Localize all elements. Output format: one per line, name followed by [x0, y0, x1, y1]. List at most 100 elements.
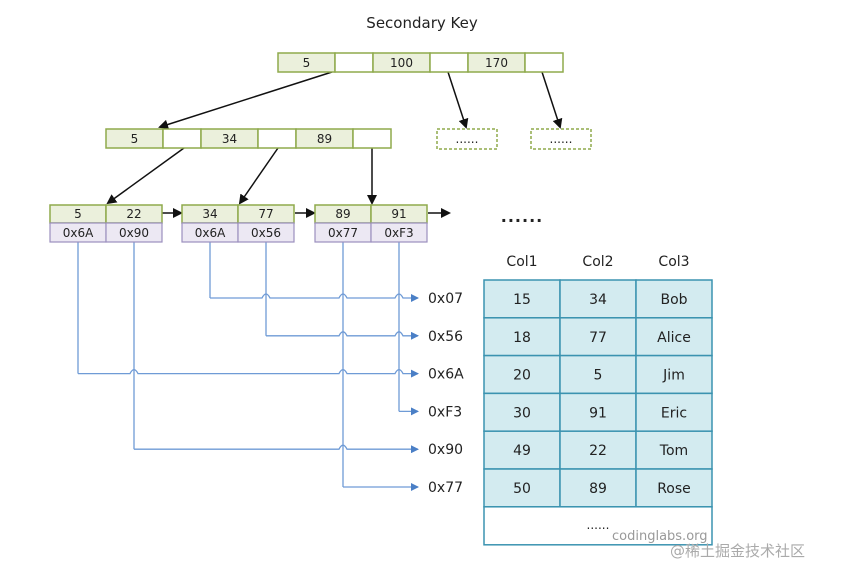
root-node: 5 100 170 [277, 52, 564, 73]
table-footer-row [483, 506, 713, 546]
tree-arrow [158, 71, 333, 130]
internal-node: 5 34 89 [105, 128, 392, 149]
address-label: 0xF3 [428, 404, 462, 420]
internal-key: 89 [317, 132, 332, 146]
table-cell-value: Jim [662, 368, 685, 384]
table-row: 49 22 Tom [483, 430, 713, 470]
table-cell-value: 34 [589, 292, 607, 308]
leaf-ellipsis: ...... [501, 207, 543, 226]
table-cell-value: 18 [513, 330, 531, 346]
address-label: 0x77 [428, 480, 463, 496]
table-cell-value: 30 [513, 405, 531, 421]
table-cell [635, 354, 713, 395]
table-cell-value: 50 [513, 481, 531, 497]
watermark-codinglabs: codinglabs.org [612, 529, 708, 544]
leaf-pointer: 0x6A [63, 226, 94, 240]
table-cell [635, 468, 713, 508]
tree-arrow [106, 147, 185, 205]
table-cell [483, 354, 561, 395]
leaf-node: 34 0x6A 77 0x56 [181, 204, 295, 243]
pointer-link [266, 331, 419, 340]
leaf-pointer-cell [370, 222, 428, 243]
pointer-link [78, 368, 419, 378]
table-cell-value: 22 [589, 443, 607, 459]
table-row: 20 5 Jim [483, 354, 713, 395]
table-cell-value: 20 [513, 368, 531, 384]
root-pointer-cell [524, 52, 564, 73]
placeholder-ellipsis: ...... [550, 132, 573, 146]
table-cell-value: 77 [589, 330, 607, 346]
leaf-nodes: 5 0x6A 22 0x90 34 0x6A 77 0x56 89 0x77 91 0xF3 [49, 204, 428, 243]
table-cell [635, 392, 713, 432]
address-label: 0x56 [428, 329, 463, 345]
table-cell [559, 279, 637, 319]
data-table: Col1 Col2 Col3 15 34 Bob 18 77 Alice 20 5 Jim 30 91 Er… [483, 254, 713, 546]
leaf-pointer-cell [105, 222, 163, 243]
table-cell-value: 5 [594, 368, 603, 384]
table-row: 30 91 Eric [483, 392, 713, 432]
pointer-links [77, 242, 419, 491]
root-pointer-cell [429, 52, 469, 73]
internal-pointer-cell [257, 128, 297, 149]
table-cell [559, 392, 637, 432]
address-labels: 0x07 0x56 0x6A 0xF3 0x90 0x77 [428, 291, 464, 496]
address-label: 0x07 [428, 291, 463, 307]
leaf-key: 77 [258, 207, 273, 221]
pointer-link [210, 293, 419, 302]
placeholder-ellipsis: ...... [456, 132, 479, 146]
table-cell [483, 279, 561, 319]
table-row: 50 89 Rose [483, 468, 713, 508]
table-cell-value: Eric [661, 405, 687, 421]
pointer-link [134, 444, 419, 454]
column-header: Col3 [658, 254, 689, 270]
leaf-key: 91 [391, 207, 406, 221]
placeholder-node [530, 128, 592, 150]
root-key: 100 [390, 56, 413, 70]
table-cell-value: 15 [513, 292, 531, 308]
placeholder-node [436, 128, 498, 150]
leaf-key: 5 [74, 207, 82, 221]
leaf-pointer: 0x6A [195, 226, 226, 240]
leaf-key: 89 [335, 207, 350, 221]
tree-arrow [541, 71, 563, 129]
leaf-pointer-cell [237, 222, 295, 243]
table-cell-value: 91 [589, 405, 607, 421]
table-cell [559, 317, 637, 357]
leaf-key: 34 [202, 207, 217, 221]
internal-pointer-cell [162, 128, 202, 149]
table-footer-ellipsis: ...... [587, 518, 610, 532]
internal-pointer-cell [352, 128, 392, 149]
leaf-pointer: 0x90 [119, 226, 149, 240]
table-cell-value: 89 [589, 481, 607, 497]
internal-key: 5 [131, 132, 139, 146]
placeholder-nodes: ............ [436, 128, 592, 150]
leaf-node: 89 0x77 91 0xF3 [314, 204, 428, 243]
table-row: 15 34 Bob [483, 279, 713, 319]
column-header: Col1 [506, 254, 537, 270]
diagram-title: Secondary Key [366, 14, 478, 32]
table-cell-value: Bob [660, 292, 687, 308]
leaf-node: 5 0x6A 22 0x90 [49, 204, 163, 243]
root-key: 170 [485, 56, 508, 70]
address-label: 0x6A [428, 367, 464, 383]
leaf-pointer: 0x77 [328, 226, 358, 240]
tree-arrows [106, 71, 563, 218]
table-cell-value: Alice [657, 330, 691, 346]
root-key: 5 [303, 56, 311, 70]
root-pointer-cell [334, 52, 374, 73]
leaf-key: 22 [126, 207, 141, 221]
tree-arrow [447, 71, 469, 129]
leaf-pointer: 0x56 [251, 226, 281, 240]
table-cell-value: Rose [657, 481, 691, 497]
column-header: Col2 [582, 254, 613, 270]
table-cell-value: Tom [659, 443, 688, 459]
tree-arrow [238, 147, 279, 205]
watermark-juejin: @稀土掘金技术社区 [670, 542, 805, 560]
leaf-pointer: 0xF3 [384, 226, 413, 240]
table-row: 18 77 Alice [483, 317, 713, 357]
internal-key: 34 [222, 132, 237, 146]
address-label: 0x90 [428, 442, 463, 458]
table-cell [559, 468, 637, 508]
table-cell-value: 49 [513, 443, 531, 459]
